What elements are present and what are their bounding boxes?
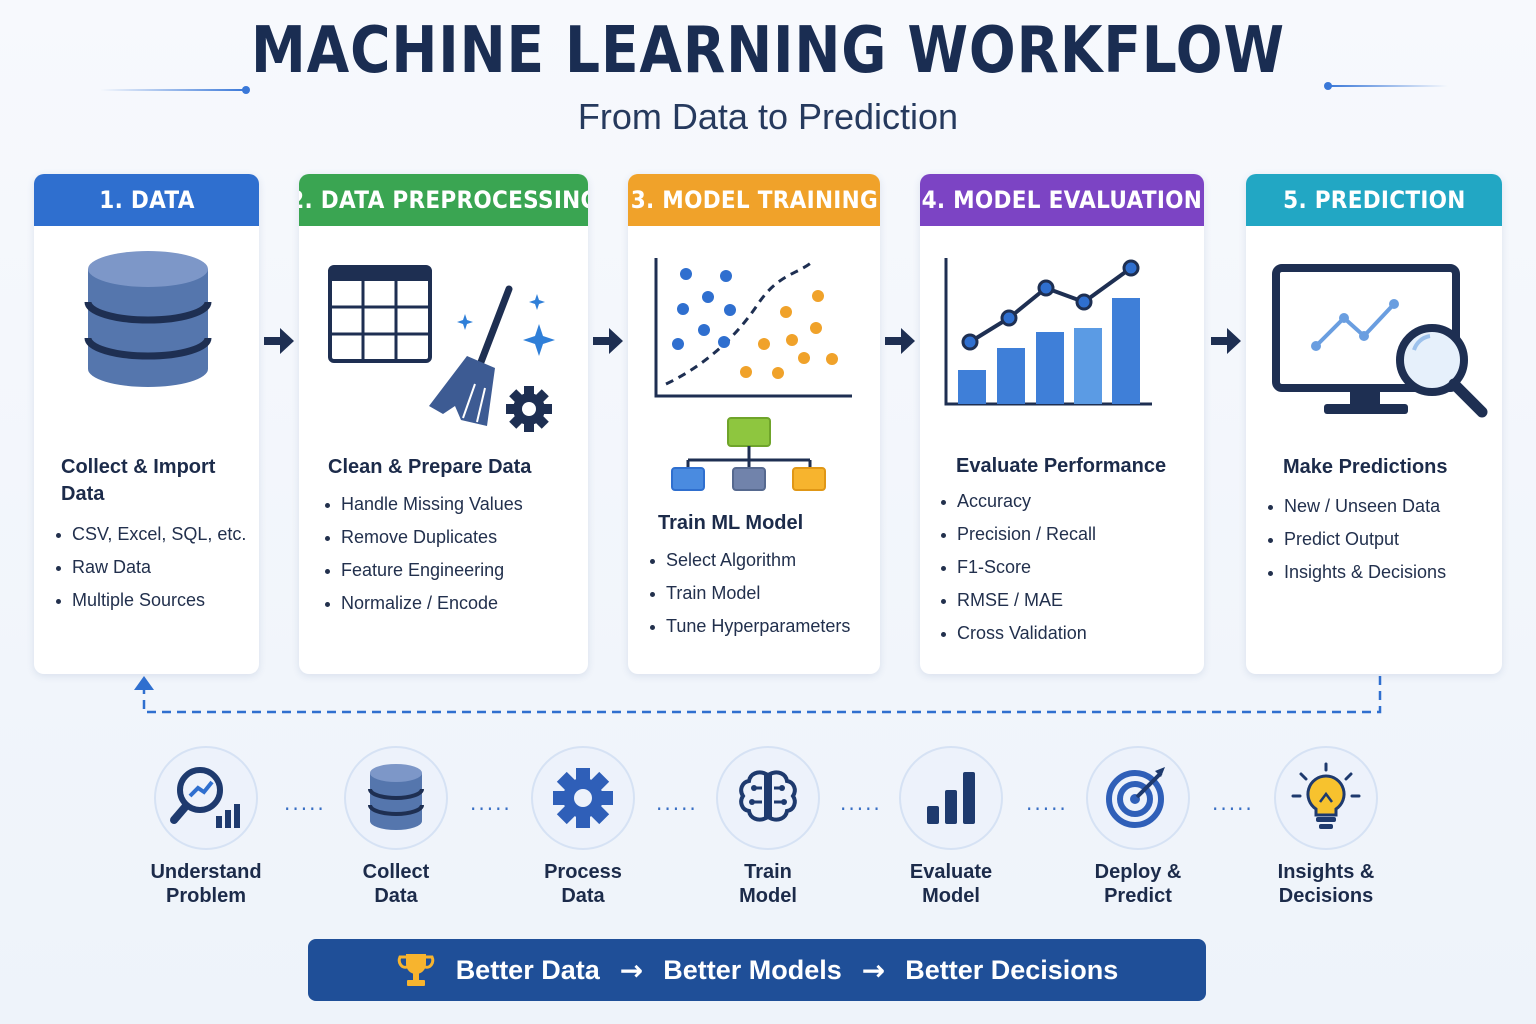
stage-card-evaluation: 4. MODEL EVALUATION Evaluate Performance…: [920, 174, 1204, 674]
stage-card-data: 1. DATA Collect & Import Data CSV, Excel…: [34, 174, 259, 674]
step-deploy-predict: Deploy & Predict: [1038, 746, 1238, 908]
step-label: Deploy & Predict: [1094, 861, 1182, 907]
list-item: Predict Output: [1268, 529, 1446, 562]
decor-line-right: [1328, 85, 1448, 87]
step-label: Insights & Decisions: [1277, 861, 1375, 907]
list-item: Remove Duplicates: [325, 527, 523, 560]
stage-subheading: Evaluate Performance: [956, 455, 1167, 477]
step-label: Evaluate Model: [909, 861, 993, 907]
brain-icon: [739, 770, 797, 822]
arrow-right-icon: [1211, 328, 1241, 354]
stage-subheading: Clean & Prepare Data: [328, 456, 532, 478]
step-label: Train Model: [739, 861, 797, 907]
page-subtitle: From Data to Prediction: [577, 96, 959, 137]
list-item: Precision / Recall: [941, 524, 1096, 557]
stage-subheading: Collect & Import Data: [61, 456, 216, 505]
step-connector: ·····: [470, 797, 512, 821]
step-understand-problem: Understand Problem: [106, 746, 306, 908]
lightbulb-icon: [1291, 762, 1361, 829]
bar-line-chart-icon: [944, 258, 1152, 406]
target-icon: [1106, 767, 1165, 828]
arrow-right-icon: [885, 328, 915, 354]
table-broom-gear-icon: [328, 265, 555, 432]
stage-heading: 2. DATA PREPROCESSING: [299, 174, 588, 226]
stage-card-prediction: 5. PREDICTION Make Predictions New / Uns…: [1246, 174, 1502, 674]
stage-subheading: Make Predictions: [1283, 456, 1448, 478]
page-title: MACHINE LEARNING WORKFLOW: [251, 14, 1285, 88]
stage-list: Select Algorithm Train Model Tune Hyperp…: [650, 550, 850, 649]
database-icon: [368, 764, 424, 830]
banner-better-models: Better Models: [663, 954, 842, 985]
stage-subheading: Train ML Model: [658, 512, 804, 534]
step-connector: ·····: [656, 797, 698, 821]
stage-list: Accuracy Precision / Recall F1-Score RMS…: [941, 491, 1096, 656]
list-item: Insights & Decisions: [1268, 562, 1446, 595]
decor-line-left: [100, 89, 246, 91]
list-item: Raw Data: [56, 557, 246, 590]
step-insights-decisions: Insights & Decisions: [1226, 746, 1426, 908]
list-item: Select Algorithm: [650, 550, 850, 583]
stage-list: New / Unseen Data Predict Output Insight…: [1268, 496, 1446, 595]
step-connector: ·····: [284, 797, 326, 821]
stage-card-preprocessing: 2. DATA PREPROCESSING Clean & Prepare Da…: [299, 174, 588, 674]
step-label: Understand Problem: [150, 861, 262, 907]
arrow-right-icon: [593, 328, 623, 354]
database-icon: [84, 251, 212, 387]
bar-chart-icon: [927, 772, 975, 824]
list-item: New / Unseen Data: [1268, 496, 1446, 529]
scatter-tree-icon: [654, 258, 852, 491]
step-connector: ·····: [1212, 797, 1254, 821]
list-item: Handle Missing Values: [325, 494, 523, 527]
list-item: Multiple Sources: [56, 590, 246, 623]
list-item: RMSE / MAE: [941, 590, 1096, 623]
step-process-data: Process Data: [483, 746, 683, 908]
step-collect-data: Collect Data: [296, 746, 496, 908]
stage-heading: 3. MODEL TRAINING: [628, 174, 880, 226]
arrow-right-icon: →: [619, 953, 644, 987]
banner-better-data: Better Data: [455, 954, 600, 985]
step-train-model: Train Model: [668, 746, 868, 908]
list-item: Tune Hyperparameters: [650, 616, 850, 649]
step-connector: ·····: [840, 797, 882, 821]
stage-card-training: 3. MODEL TRAINING Train ML Model Select …: [628, 174, 880, 674]
list-item: Accuracy: [941, 491, 1096, 524]
summary-banner: Better Data → Better Models → Better Dec…: [308, 939, 1206, 1001]
feedback-loop-arrow: [134, 676, 1382, 714]
step-connector: ·····: [1026, 797, 1068, 821]
stage-heading: 1. DATA: [34, 174, 259, 226]
step-label: Collect Data: [362, 861, 430, 907]
list-item: Train Model: [650, 583, 850, 616]
list-item: Cross Validation: [941, 623, 1096, 656]
monitor-magnifier-icon: [1272, 264, 1488, 418]
stage-list: CSV, Excel, SQL, etc. Raw Data Multiple …: [56, 524, 246, 623]
list-item: Normalize / Encode: [325, 593, 523, 626]
trophy-icon: [397, 954, 434, 986]
arrow-right-icon: →: [861, 953, 886, 987]
step-label: Process Data: [544, 861, 622, 907]
list-item: CSV, Excel, SQL, etc.: [56, 524, 246, 557]
list-item: Feature Engineering: [325, 560, 523, 593]
stage-heading: 5. PREDICTION: [1246, 174, 1502, 226]
stage-list: Handle Missing Values Remove Duplicates …: [325, 494, 523, 626]
gear-icon: [553, 768, 613, 828]
decor-dot-left: [242, 86, 250, 94]
banner-better-decisions: Better Decisions: [905, 954, 1119, 985]
list-item: F1-Score: [941, 557, 1096, 590]
arrow-right-icon: [264, 328, 294, 354]
step-evaluate-model: Evaluate Model: [851, 746, 1051, 908]
stage-heading: 4. MODEL EVALUATION: [920, 174, 1204, 226]
magnifier-chart-icon: [170, 767, 240, 828]
